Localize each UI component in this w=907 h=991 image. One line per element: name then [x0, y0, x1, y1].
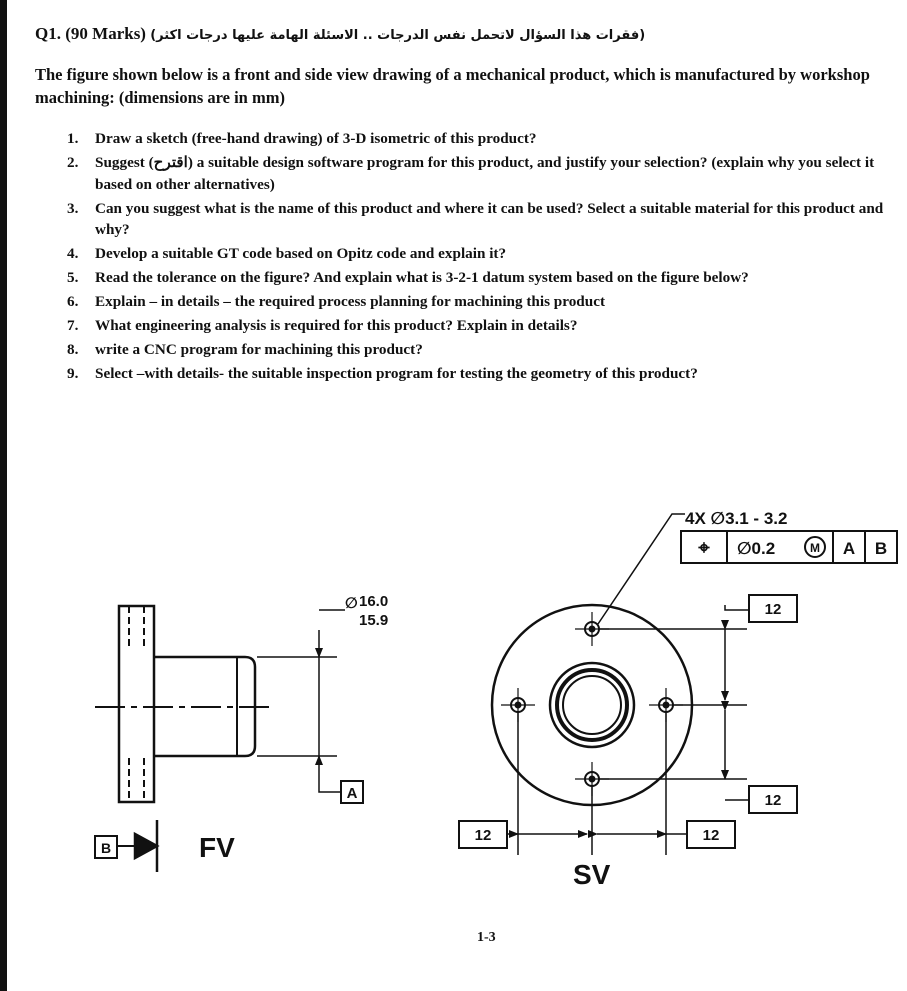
list-item: 3.Can you suggest what is the name of th… — [67, 199, 884, 239]
question-label: Q1. — [35, 24, 61, 43]
boss-circle — [548, 661, 636, 749]
basic-dim-box-left — [458, 820, 508, 849]
fcf-datum-b: B — [875, 539, 887, 558]
basic-dim-bottom: 12 — [765, 792, 782, 809]
side-view — [458, 513, 898, 855]
bolt-holes — [510, 621, 674, 787]
intro-paragraph: The figure shown below is a front and si… — [35, 65, 870, 107]
basic-dim-box-bottom — [748, 785, 798, 814]
position-icon: ⌖ — [697, 537, 710, 559]
list-item: 2.Suggest (اقترح) a suitable design soft… — [67, 154, 875, 193]
dia-lower-limit: 15.9 — [359, 612, 388, 629]
flange-outline — [117, 604, 156, 804]
arabic-note: (فقرات هذا السؤال لاتحمل نفس الدرجات .. … — [150, 28, 646, 43]
side-center-lines — [501, 612, 683, 796]
list-item: 7.What engineering analysis is required … — [67, 317, 578, 334]
datum-a-box — [340, 780, 364, 804]
datum-b-letter: B — [101, 840, 111, 856]
fcf-tolerance: ∅0.2 — [737, 539, 775, 558]
dia-symbol: ∅ — [345, 595, 358, 612]
fcf-datum-a: A — [843, 539, 855, 558]
list-item: 6.Explain – in details – the required pr… — [67, 293, 606, 310]
question-marks: (90 Marks) — [65, 24, 146, 43]
dia-upper-limit: 16.0 — [359, 593, 388, 610]
question-header: Q1. (90 Marks) (فقرات هذا السؤال لاتحمل … — [35, 24, 895, 44]
front-view — [94, 604, 364, 872]
basic-dim-right: 12 — [703, 827, 720, 844]
datum-b-box — [94, 835, 118, 859]
hole-leader — [597, 513, 685, 625]
list-item: 1.Draw a sketch (free-hand drawing) of 3… — [67, 130, 537, 147]
sv-label: SV — [573, 859, 611, 890]
fcf-modifier: M — [810, 541, 820, 555]
list-item: 5.Read the tolerance on the figure? And … — [67, 269, 749, 286]
list-item: 9.Select –with details- the suitable ins… — [67, 365, 698, 382]
flange-hidden-holes — [128, 606, 145, 802]
basic-dim-box-top — [748, 594, 798, 623]
chamfer-circle — [555, 668, 629, 742]
engineering-drawing: ∅ 16.0 15.9 A B FV — [94, 509, 898, 890]
mmc-circle — [804, 536, 826, 558]
bore-circle — [562, 675, 622, 735]
fv-label: FV — [199, 832, 235, 863]
basic-dim-top: 12 — [765, 601, 782, 618]
feature-control-frame — [680, 530, 898, 564]
page-number: 1-3 — [477, 930, 496, 945]
hole-callout: 4X ∅3.1 - 3.2 — [685, 509, 787, 528]
question-list: 1.Draw a sketch (free-hand drawing) of 3… — [35, 128, 907, 387]
datum-b-triangle — [133, 831, 160, 861]
datum-a-letter: A — [347, 785, 358, 802]
basic-dim-left: 12 — [475, 827, 492, 844]
list-item: 4.Develop a suitable GT code based on Op… — [67, 245, 507, 262]
list-item: 8.write a CNC program for machining this… — [67, 341, 423, 358]
basic-dim-box-right — [686, 820, 736, 849]
